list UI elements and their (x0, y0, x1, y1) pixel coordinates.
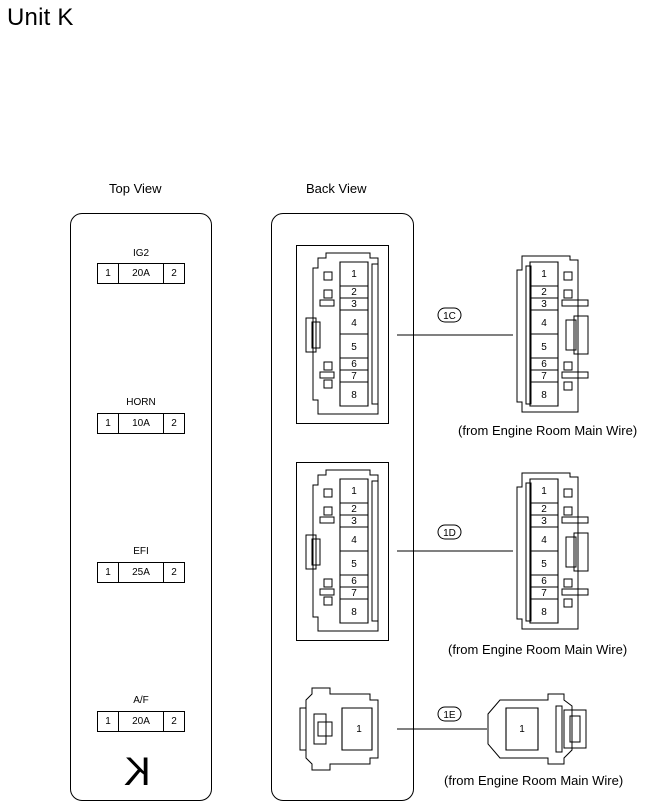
pin-6: 6 (351, 576, 357, 587)
page-title: Unit K (7, 4, 74, 31)
pin-7: 7 (351, 371, 357, 382)
connector-caption-1e: (from Engine Room Main Wire) (444, 773, 624, 788)
pin-2: 2 (541, 504, 547, 515)
fuse-label-horn: HORN (126, 397, 156, 408)
fuse-rating: 20A (118, 712, 164, 731)
pin-4: 4 (541, 318, 547, 329)
fuse-pin-right: 2 (171, 268, 177, 279)
pin-6: 6 (351, 359, 357, 370)
pin-5: 5 (351, 342, 357, 353)
fuse-rating: 10A (118, 414, 164, 433)
pin-6: 6 (541, 576, 547, 587)
code-1d: 1D (443, 528, 456, 539)
pin-3: 3 (351, 516, 357, 527)
fuse-rating: 20A (118, 264, 164, 283)
pin-4: 4 (351, 535, 357, 546)
fuse-af: 1 20A 2 (97, 711, 185, 732)
fuse-horn: 1 10A 2 (97, 413, 185, 434)
back-view-label: Back View (306, 181, 367, 196)
fuse-pin-left: 1 (105, 268, 111, 279)
pin-3: 3 (541, 516, 547, 527)
code-badge-1d: 1D (437, 524, 462, 540)
fuse-rating: 25A (118, 563, 164, 582)
top-view-label: Top View (109, 181, 162, 196)
pin-7: 7 (541, 371, 547, 382)
fuse-label-ig2: IG2 (132, 248, 150, 259)
pin-2: 2 (351, 287, 357, 298)
pin-6: 6 (541, 359, 547, 370)
pin-7: 7 (351, 588, 357, 599)
back-connector-1e (299, 687, 379, 771)
pin-3: 3 (351, 299, 357, 310)
pin-1: 1 (541, 486, 547, 497)
connector-caption-1c: (from Engine Room Main Wire) (458, 423, 638, 438)
pin-2: 2 (351, 504, 357, 515)
mating-connector-1d (516, 472, 589, 630)
back-view-panel (271, 213, 414, 801)
fuse-efi: 1 25A 2 (97, 562, 185, 583)
back-connector-1d (305, 469, 379, 632)
code-badge-1c: 1C (437, 307, 462, 323)
pin-1: 1 (519, 724, 525, 735)
back-connector-1c (305, 252, 379, 415)
pin-4: 4 (541, 535, 547, 546)
fuse-pin-right: 2 (171, 716, 177, 727)
pin-5: 5 (541, 342, 547, 353)
mating-connector-1e (487, 693, 587, 765)
pin-1: 1 (541, 269, 547, 280)
pin-2: 2 (541, 287, 547, 298)
pin-8: 8 (351, 607, 357, 618)
pin-3: 3 (541, 299, 547, 310)
code-1c: 1C (443, 311, 456, 322)
fuse-pin-left: 1 (105, 716, 111, 727)
fuse-pin-left: 1 (105, 418, 111, 429)
pin-5: 5 (541, 559, 547, 570)
fuse-label-efi: EFI (133, 546, 149, 557)
connector-caption-1d: (from Engine Room Main Wire) (448, 642, 628, 657)
fuse-pin-left: 1 (105, 567, 111, 578)
pin-8: 8 (541, 607, 547, 618)
pin-7: 7 (541, 588, 547, 599)
pin-1: 1 (351, 269, 357, 280)
fuse-pin-right: 2 (171, 567, 177, 578)
mating-connector-1c (516, 255, 589, 413)
code-1e: 1E (443, 710, 456, 721)
pin-4: 4 (351, 318, 357, 329)
code-badge-1e: 1E (437, 706, 462, 722)
fuse-label-af: A/F (133, 695, 149, 706)
pin-8: 8 (541, 390, 547, 401)
pin-5: 5 (351, 559, 357, 570)
pin-8: 8 (351, 390, 357, 401)
top-view-panel (70, 213, 212, 801)
pin-1: 1 (351, 486, 357, 497)
fuse-pin-right: 2 (171, 418, 177, 429)
back-connector-frame-1d (296, 462, 389, 641)
fuse-ig2: 1 20A 2 (97, 263, 185, 284)
pin-1: 1 (356, 724, 362, 735)
back-connector-frame-1c (296, 245, 389, 424)
